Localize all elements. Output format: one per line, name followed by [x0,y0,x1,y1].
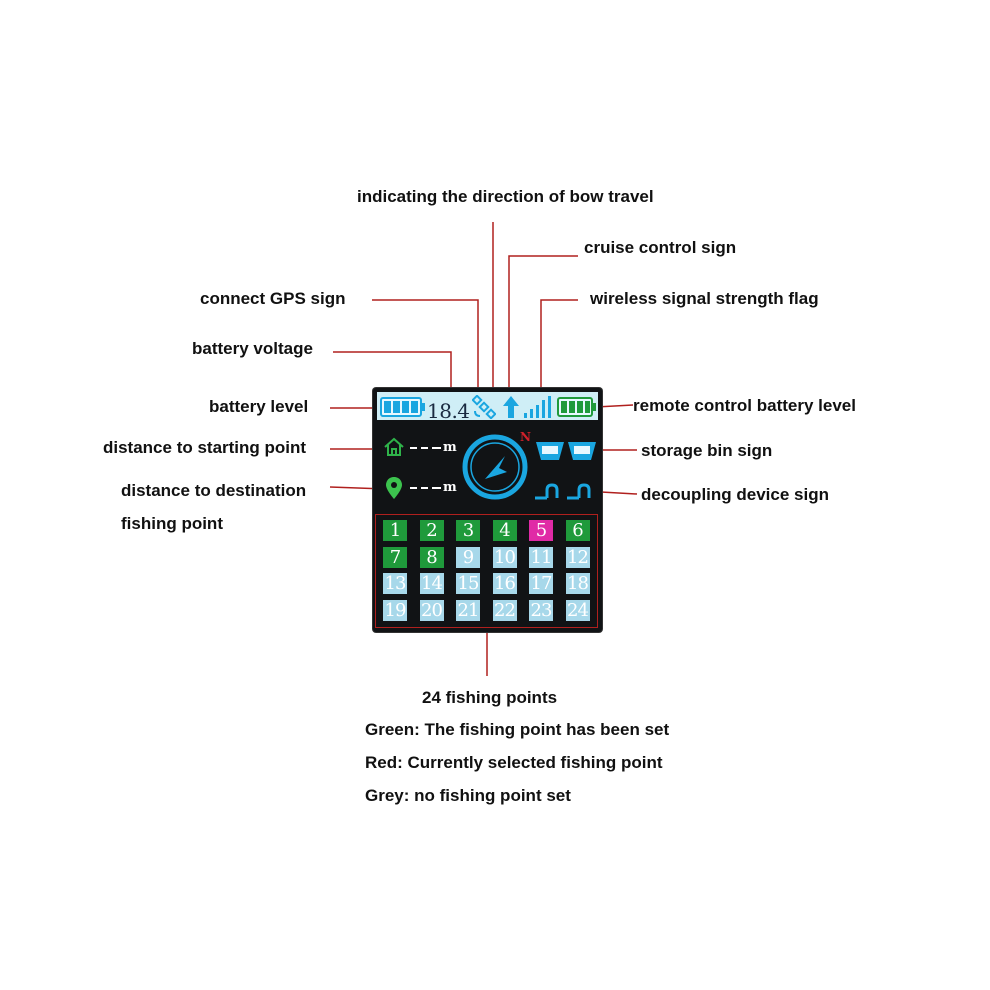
fishing-point-cell: 10 [492,546,517,568]
fishing-point-cell: 16 [492,573,517,594]
label-storage-bin: storage bin sign [641,441,773,460]
remote-battery-icon [557,397,596,417]
leader-connect-gps [372,299,479,393]
compass-icon [462,434,528,500]
label-battery-level: battery level [209,397,309,416]
label-distance-destination: distance to destination [121,481,307,500]
legend-red: Red: Currently selected fishing point [365,753,663,772]
home-icon [384,437,404,456]
signal-bars-icon [524,396,551,418]
legend-grey: Grey: no fishing point set [365,786,571,805]
label-bow-direction: indicating the direction of bow travel [357,187,654,206]
fishing-point-cell: 19 [383,599,407,621]
status-bar: 18.4 [377,392,598,423]
legend-title: 24 fishing points [422,688,558,707]
fishing-point-cell: 20 [419,599,444,621]
fishing-point-cell: 6 [565,520,590,541]
leader-decoupling [600,491,638,495]
lcd-screen: 18.4 [373,388,602,632]
label-wireless-signal: wireless signal strength flag [590,289,819,308]
label-connect-gps: connect GPS sign [200,289,346,308]
storage-bin-icon [536,442,596,460]
fishing-point-cell: 7 [383,546,407,568]
distance-dest-dashes [410,487,441,489]
fishing-point-cell: 3 [456,520,480,541]
fishing-point-cell: 2 [419,520,444,541]
battery-voltage: 18.4 [427,399,470,423]
distance-dest-unit: m [443,480,457,495]
leader-wireless-signal [540,299,578,395]
up-arrow-icon [503,396,519,418]
label-distance-destination-line2: fishing point [121,514,223,533]
label-decoupling: decoupling device sign [641,485,829,504]
fishing-point-cell: 11 [529,546,553,568]
fishing-point-cell: 4 [492,520,517,541]
leader-remote-battery [595,404,634,408]
distance-start-dashes [410,447,441,449]
fishing-point-cell: 8 [419,546,444,568]
label-distance-start: distance to starting point [103,438,307,457]
label-cruise-control: cruise control sign [584,238,737,257]
fishing-point-cell: 24 [565,599,590,621]
fishing-point-cell: 18 [565,573,590,594]
fishing-point-cell: 21 [456,599,480,621]
fishing-point-cell: 23 [529,599,553,621]
fishing-point-cell: 17 [529,573,553,594]
legend-green: Green: The fishing point has been set [365,720,670,739]
distance-start-unit: m [443,440,457,455]
leader-cruise-control [508,255,578,395]
north-marker: N [520,430,531,444]
label-remote-battery: remote control battery level [633,396,856,415]
fishing-point-cell: 5 [529,520,553,541]
fishing-point-cell: 13 [383,573,407,594]
fishing-point-cell: 12 [565,546,590,568]
fishing-point-cell: 15 [456,573,480,594]
fishing-point-cell: 9 [456,546,480,568]
battery-icon [380,397,425,417]
location-pin-icon [386,477,402,499]
fishing-point-cell: 14 [419,573,444,594]
fishing-point-cell: 22 [492,599,517,621]
satellite-icon [472,395,496,419]
fishing-point-cell: 1 [383,520,407,541]
decoupling-hook-icon [535,483,591,500]
label-battery-voltage: battery voltage [192,339,313,358]
leader-battery-voltage [333,351,452,398]
